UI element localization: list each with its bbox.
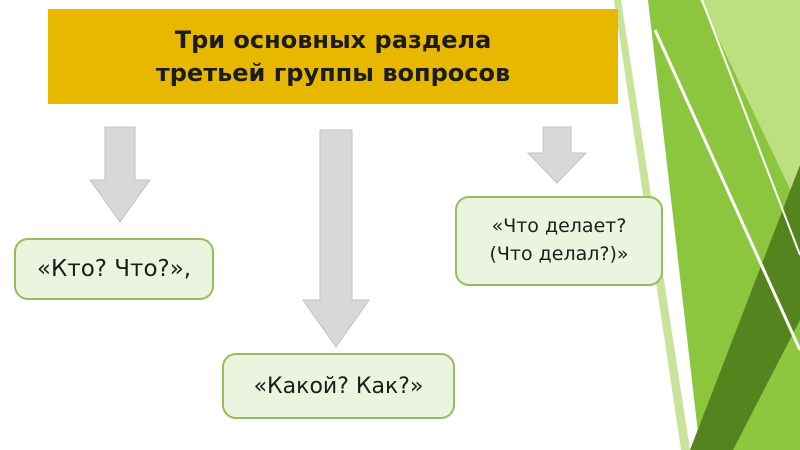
deco-light-triangle	[700, 0, 800, 210]
answer-box-kto-chto-label: «Кто? Что?»,	[36, 256, 192, 282]
answer-box-kakoy-kak: «Какой? Как?»	[222, 353, 455, 419]
answer-box-kakoy-kak-label: «Какой? Как?»	[253, 373, 424, 399]
slide-title: Три основных раздела третьей группы вопр…	[155, 26, 511, 87]
deco-bright-triangle	[733, 320, 800, 450]
title-box: Три основных раздела третьей группы вопр…	[48, 9, 618, 104]
deco-dark-triangle	[690, 165, 800, 450]
answer-box-chto-delaet-label: «Что делает? (Что делал?)»	[489, 215, 629, 265]
deco-main-triangle	[648, 0, 800, 450]
answer-box-chto-delaet: «Что делает? (Что делал?)»	[455, 196, 663, 286]
deco-white-line	[653, 29, 800, 351]
deco-white-line-2	[701, 0, 800, 256]
down-arrow-right-icon	[526, 126, 588, 184]
down-arrow-left-icon	[89, 126, 151, 223]
down-arrow-center-icon	[302, 129, 370, 348]
answer-box-kto-chto: «Кто? Что?»,	[14, 238, 214, 300]
